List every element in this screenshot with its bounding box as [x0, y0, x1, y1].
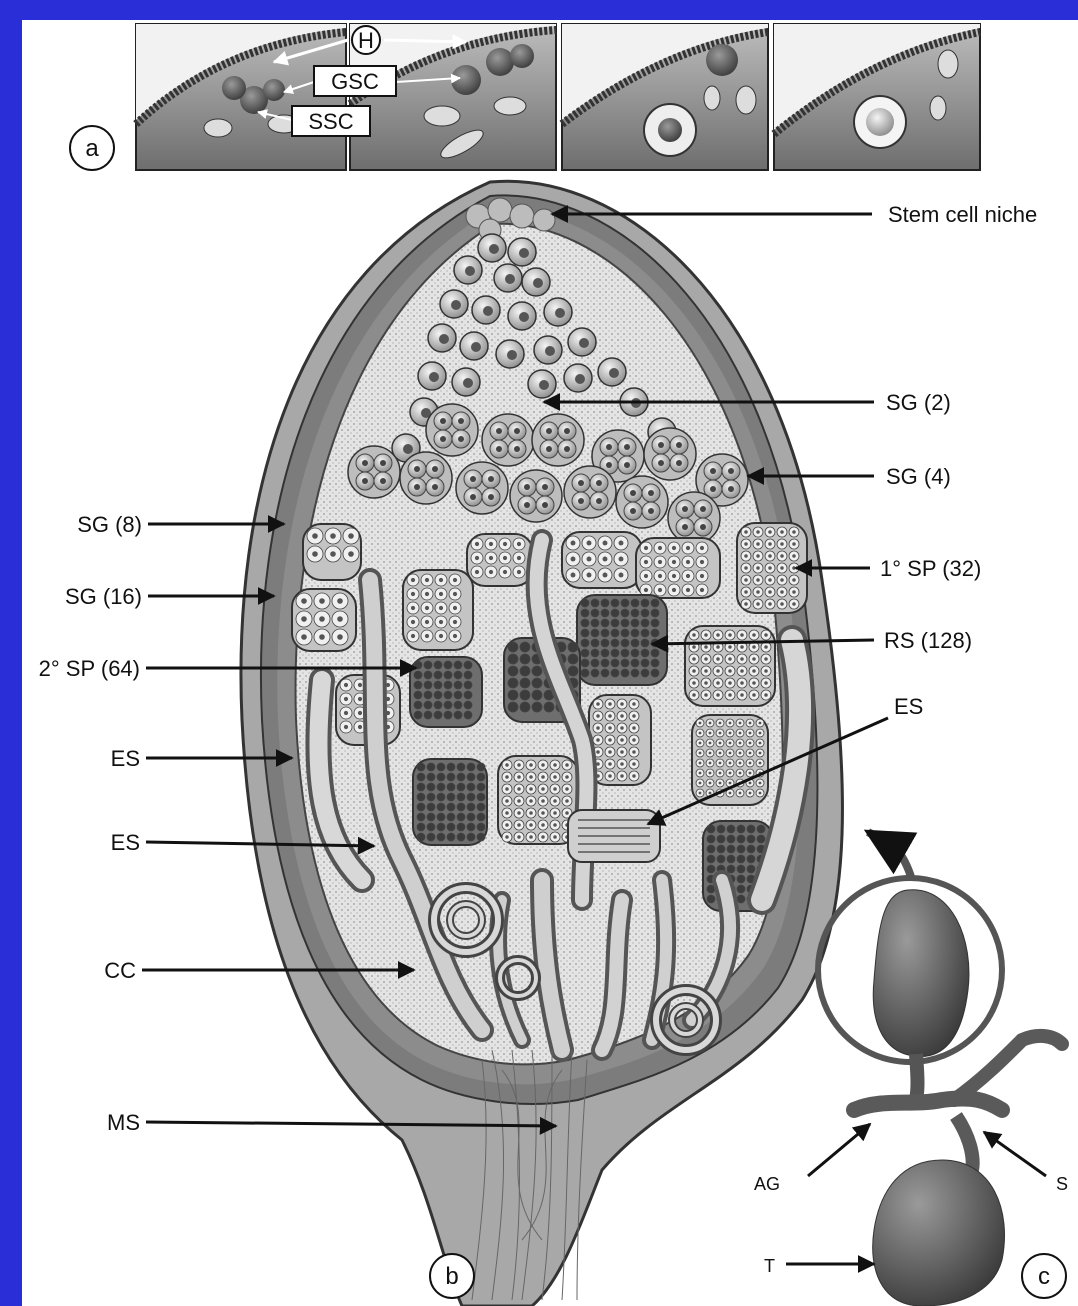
cyst-sg8 [303, 524, 361, 580]
ssc-label: SSC [292, 106, 370, 136]
cyst-sg4 [482, 414, 534, 466]
inset-box-3 [562, 24, 768, 170]
germ-cell [522, 268, 550, 296]
germ-cell [440, 290, 468, 318]
germ-cell [598, 358, 626, 386]
germ-cell [472, 296, 500, 324]
cyst-sg4 [668, 492, 720, 544]
gsc-label-text: GSC [331, 69, 379, 94]
cyst-sp [692, 715, 768, 805]
label-sg16: SG (16) [65, 584, 142, 609]
cyst-rs [577, 595, 667, 685]
label-es-left2: ES [111, 830, 140, 855]
cyst-sg4 [532, 414, 584, 466]
germ-cell [460, 332, 488, 360]
figure-panel: H GSC SSC a [22, 20, 1078, 1306]
leader-s [984, 1132, 1046, 1176]
inset-box-4 [774, 24, 980, 170]
panel-a-marker: a [70, 126, 114, 170]
cyst-sp [413, 759, 487, 845]
germ-cell [454, 256, 482, 284]
germ-cell [428, 324, 456, 352]
cyst-sp2 [410, 657, 482, 727]
label-rs128: RS (128) [884, 628, 972, 653]
panel-b-marker: b [430, 1254, 474, 1298]
cyst-sp [636, 538, 720, 598]
panel-a-letter: a [85, 135, 99, 162]
h-label: H [352, 26, 380, 54]
cyst-sp [685, 626, 775, 706]
label-ag: AG [754, 1174, 780, 1194]
germ-cell [452, 368, 480, 396]
label-cc: CC [104, 958, 136, 983]
cyst-sp [498, 756, 578, 844]
cyst-sg4 [644, 428, 696, 480]
label-sg2: SG (2) [886, 390, 951, 415]
whole-organ [818, 832, 1062, 1306]
germ-cell [418, 362, 446, 390]
panel-c-marker: c [1022, 1254, 1066, 1298]
panel-b-letter: b [445, 1263, 458, 1290]
cyst-sg4 [426, 404, 478, 456]
label-sg4: SG (4) [886, 464, 951, 489]
cyst-sg4 [400, 452, 452, 504]
inset-row: H GSC SSC [136, 24, 980, 170]
cyst-sg4 [616, 476, 668, 528]
leader-ag [808, 1124, 870, 1176]
germ-cell [478, 234, 506, 262]
cyst-sg4 [564, 466, 616, 518]
label-es-right: ES [894, 694, 923, 719]
ssc-label-text: SSC [308, 109, 353, 134]
cyst-sp [589, 695, 651, 785]
label-es-left1: ES [111, 746, 140, 771]
label-s: S [1056, 1174, 1068, 1194]
cyst-sp [467, 534, 533, 586]
germ-cell [564, 364, 592, 392]
cyst-sg4 [348, 446, 400, 498]
label-sg8: SG (8) [77, 512, 142, 537]
label-t: T [764, 1256, 775, 1276]
germ-cell [534, 336, 562, 364]
germ-cell [544, 298, 572, 326]
cyst-sg4 [456, 462, 508, 514]
label-ms: MS [107, 1110, 140, 1135]
germ-cell [568, 328, 596, 356]
cyst-sp [562, 532, 642, 588]
es-cyst [568, 810, 660, 862]
cyst-sp [403, 570, 473, 650]
cyst-sg16 [292, 589, 356, 651]
gsc-label: GSC [314, 66, 396, 96]
label-sp2: 2° SP (64) [39, 656, 140, 681]
germ-cell [508, 302, 536, 330]
germ-cell [496, 340, 524, 368]
testis-diagram: H GSC SSC a [22, 20, 1078, 1306]
germ-cell [528, 370, 556, 398]
testis-section [241, 181, 843, 1306]
h-label-text: H [358, 28, 374, 53]
germ-cell [494, 264, 522, 292]
label-stem-cell-niche: Stem cell niche [888, 202, 1037, 227]
cyst-sg4 [510, 470, 562, 522]
germ-cell [508, 238, 536, 266]
panel-c-letter: c [1038, 1263, 1050, 1290]
label-sp1: 1° SP (32) [880, 556, 981, 581]
